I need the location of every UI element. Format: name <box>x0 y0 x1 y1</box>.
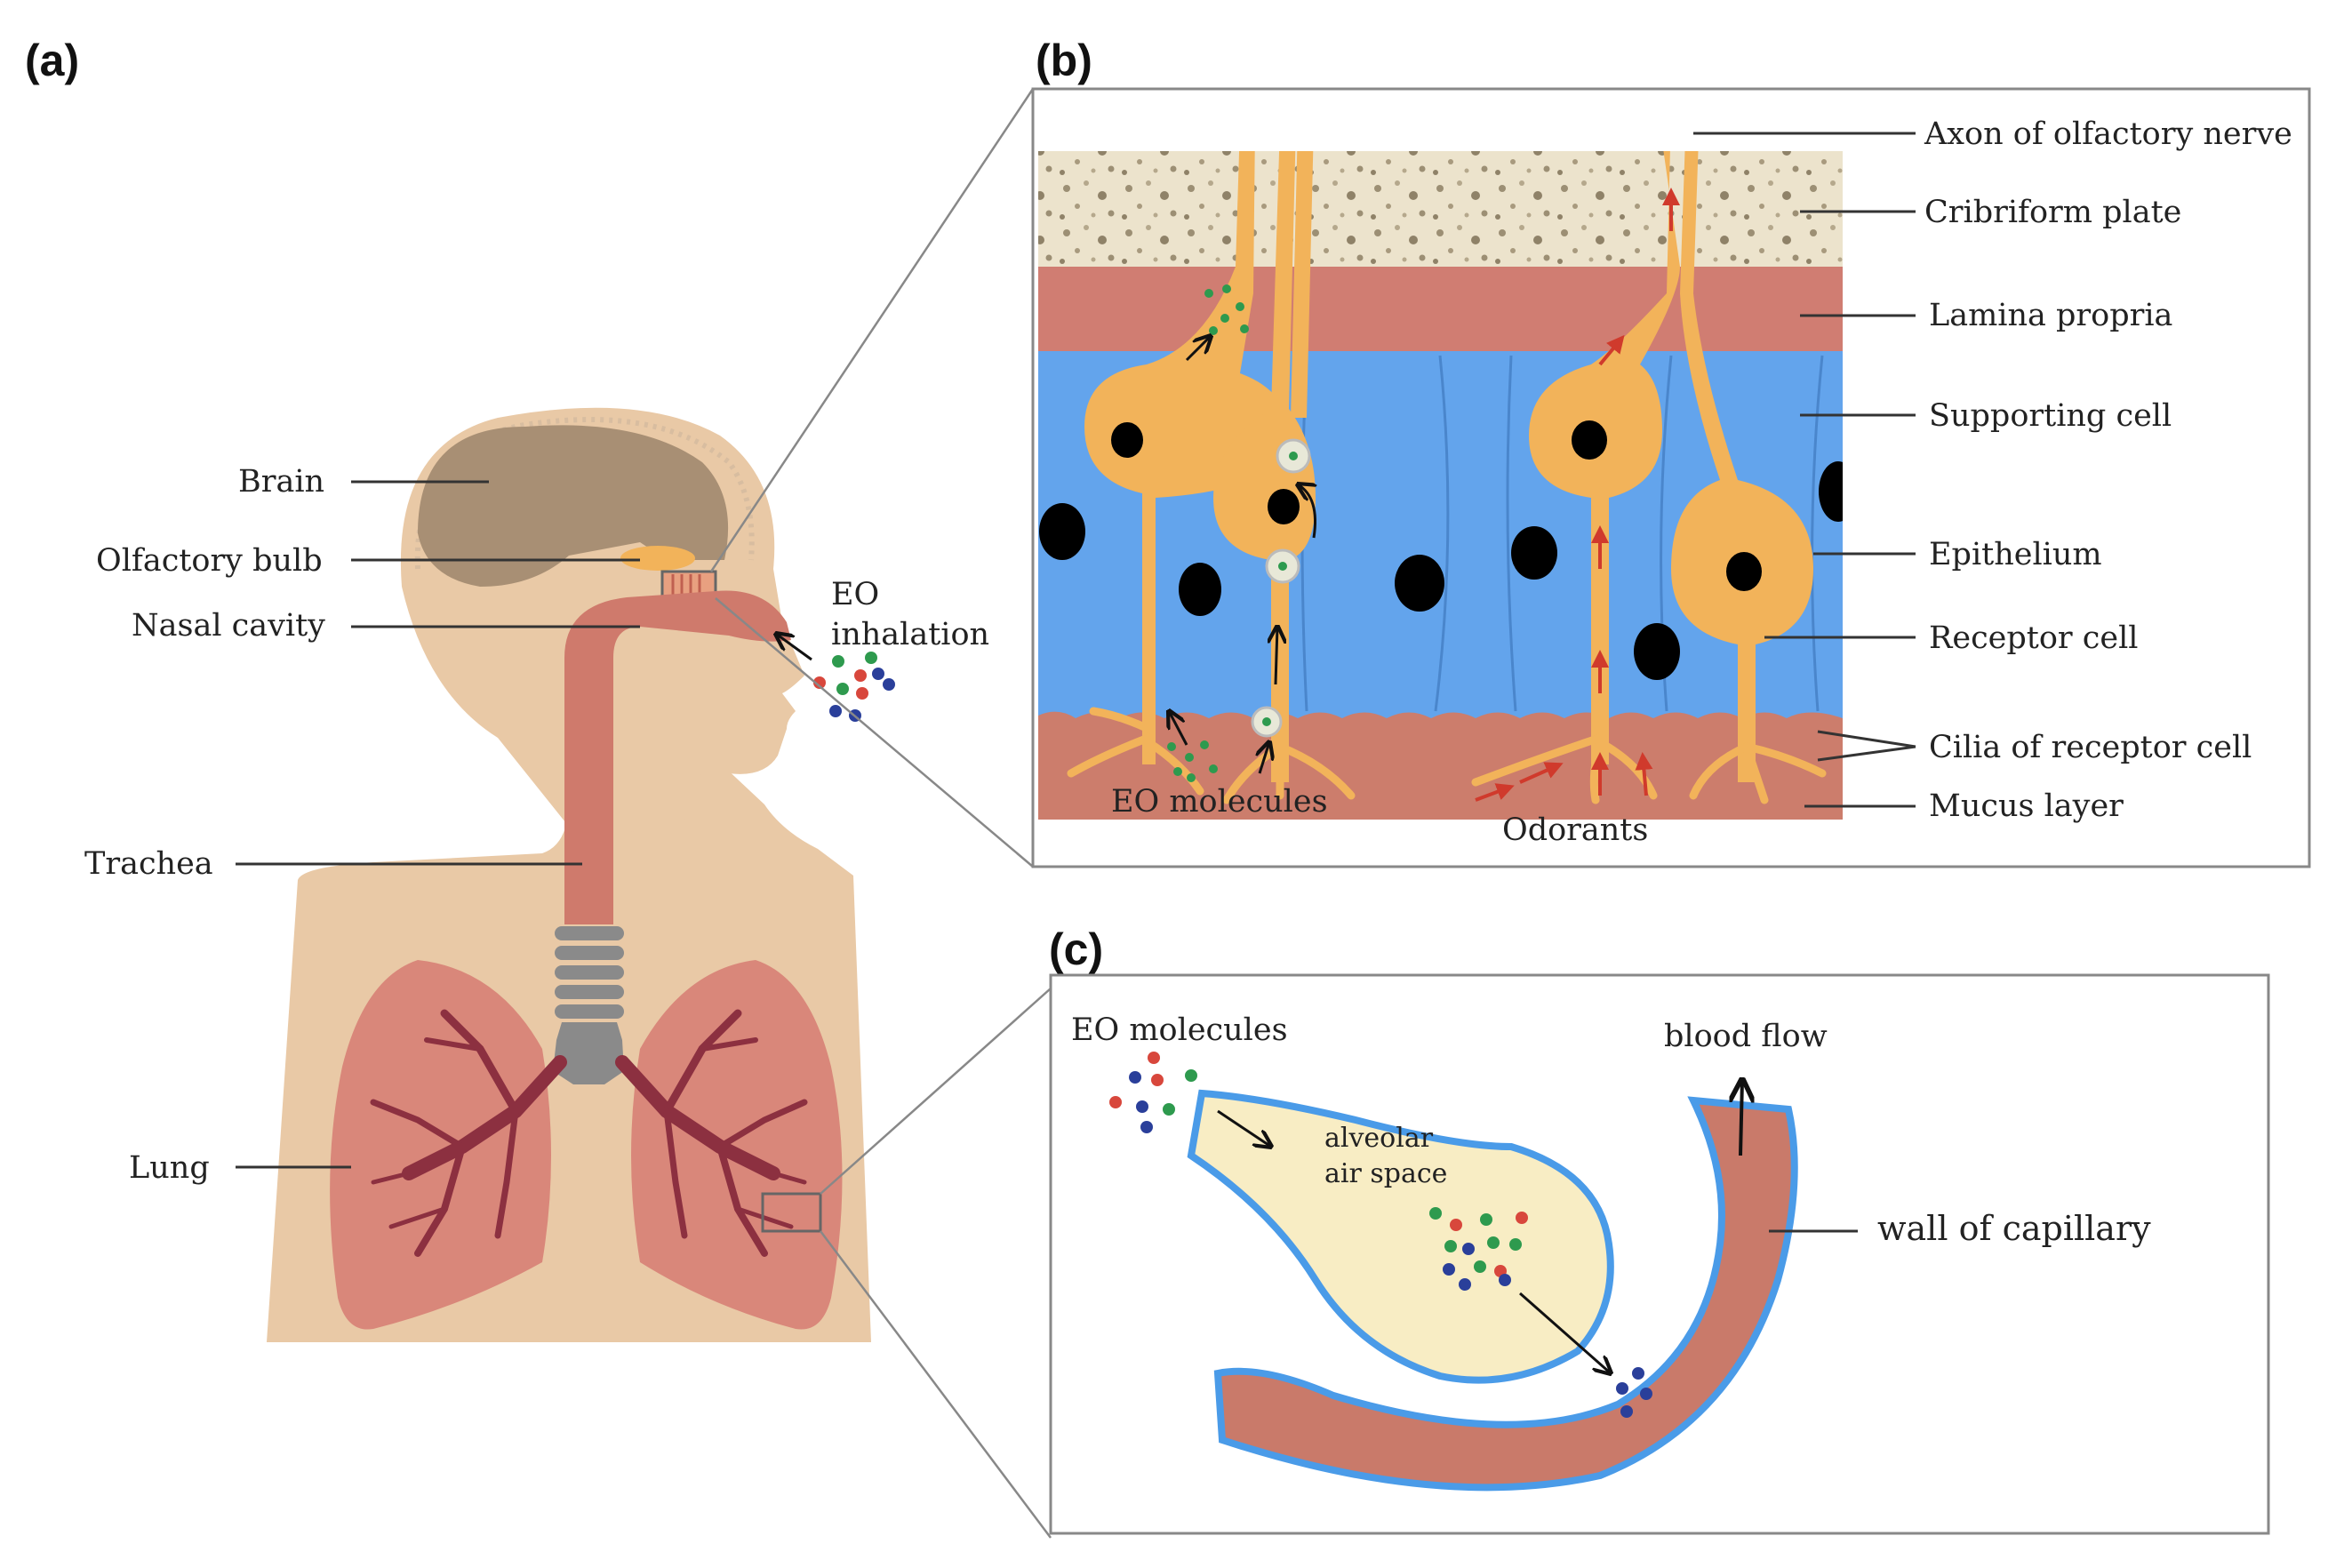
cilia <box>1067 707 1827 804</box>
panel-a-label: (a) <box>25 36 79 85</box>
panel-c-frame <box>1049 973 2270 1535</box>
label-olfactory-bulb: Olfactory bulb <box>96 543 323 579</box>
capillary-molecules <box>1616 1367 1652 1418</box>
bronchial-tree <box>370 1009 808 1257</box>
skull-line <box>414 417 755 570</box>
inhaled-molecules <box>813 652 895 722</box>
label-lung: Lung <box>129 1150 210 1186</box>
cribriform-plate <box>1038 151 1843 267</box>
airway <box>564 590 791 924</box>
zoom-connectors <box>709 88 1052 1539</box>
label-capillary-wall: wall of capillary <box>1877 1209 2151 1248</box>
label-trachea: Trachea <box>84 846 213 882</box>
label-odorants: Odorants <box>1502 812 1648 848</box>
label-cilia: Cilia of receptor cell <box>1929 730 2252 765</box>
label-blood-flow: blood flow <box>1664 1019 1828 1054</box>
supporting-nuclei <box>1039 461 1843 680</box>
label-mucus: Mucus layer <box>1929 788 2124 824</box>
leaders-a <box>236 480 640 1169</box>
label-receptor: Receptor cell <box>1929 620 2138 656</box>
label-alveolar-1: alveolar <box>1324 1123 1434 1154</box>
lamina-propria <box>1038 267 1843 351</box>
label-epithelium: Epithelium <box>1929 537 2102 572</box>
alveolus <box>1187 1089 1614 1384</box>
olfactory-bulb <box>620 546 695 571</box>
vesicles <box>1251 438 1311 738</box>
label-supporting: Supporting cell <box>1929 398 2172 434</box>
bronchi-junction <box>553 1022 624 1084</box>
left-lung <box>330 960 551 1330</box>
zoom-box-lung <box>761 1192 822 1233</box>
panel-a-illustration <box>236 407 895 1342</box>
label-cribriform: Cribriform plate <box>1924 195 2181 230</box>
label-eo-molecules-c: EO molecules <box>1071 1012 1288 1048</box>
trachea-rings <box>555 926 624 1019</box>
mucus-layer <box>1038 711 1843 820</box>
label-nasal-cavity: Nasal cavity <box>132 608 325 644</box>
label-brain: Brain <box>238 464 324 500</box>
panel-b-illustration <box>1038 151 1843 820</box>
label-axon: Axon of olfactory nerve <box>1924 116 2292 152</box>
label-eo-inhalation-2: inhalation <box>831 617 989 652</box>
alveolus-molecules <box>1109 1052 1528 1291</box>
leaders-b <box>1693 132 1916 808</box>
panel-b-label: (b) <box>1036 36 1092 85</box>
inhalation-arrow <box>776 634 812 661</box>
label-lamina: Lamina propria <box>1929 298 2172 333</box>
panel-c-label: (c) <box>1049 924 1103 974</box>
label-alveolar-2: air space <box>1324 1158 1447 1189</box>
label-eo-inhalation-1: EO <box>831 577 879 612</box>
panel-c-illustration <box>1109 1052 1858 1492</box>
label-eo-molecules-b: EO molecules <box>1111 784 1328 820</box>
